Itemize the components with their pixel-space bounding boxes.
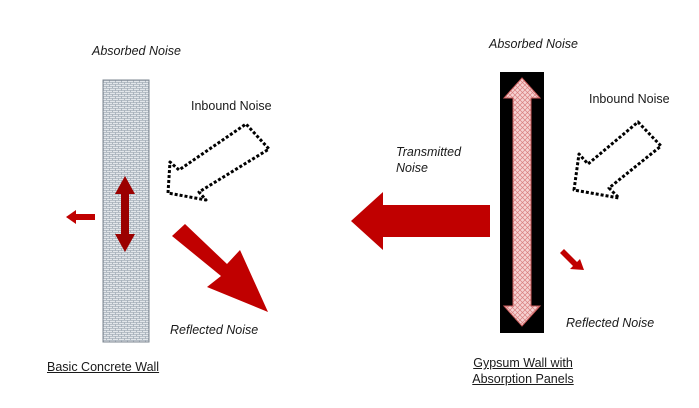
reflected-arrow-left (172, 224, 268, 312)
right-reflected-label: Reflected Noise (566, 316, 655, 330)
left-caption: Basic Concrete Wall (47, 360, 160, 374)
right-inbound-label: Inbound Noise (589, 92, 670, 106)
reflected-arrow-right (560, 249, 584, 270)
right-caption-line2: Absorption Panels (472, 372, 574, 386)
right-transmitted-label-line1: Transmitted (396, 145, 462, 159)
right-transmitted-label-line2: Noise (396, 161, 428, 175)
left-inbound-label: Inbound Noise (191, 99, 272, 113)
right-caption-line1: Gypsum Wall with (473, 356, 573, 370)
transmitted-arrow-right (351, 192, 490, 250)
absorption-panel-arrow (502, 77, 542, 327)
inbound-arrow-left (166, 122, 271, 202)
absorbed-arrow-left (115, 176, 135, 252)
transmitted-arrow-left (66, 210, 95, 224)
inbound-arrow-right (572, 120, 663, 200)
right-absorbed-label: Absorbed Noise (489, 37, 578, 51)
left-reflected-label: Reflected Noise (170, 323, 259, 337)
left-absorbed-label: Absorbed Noise (92, 44, 181, 58)
